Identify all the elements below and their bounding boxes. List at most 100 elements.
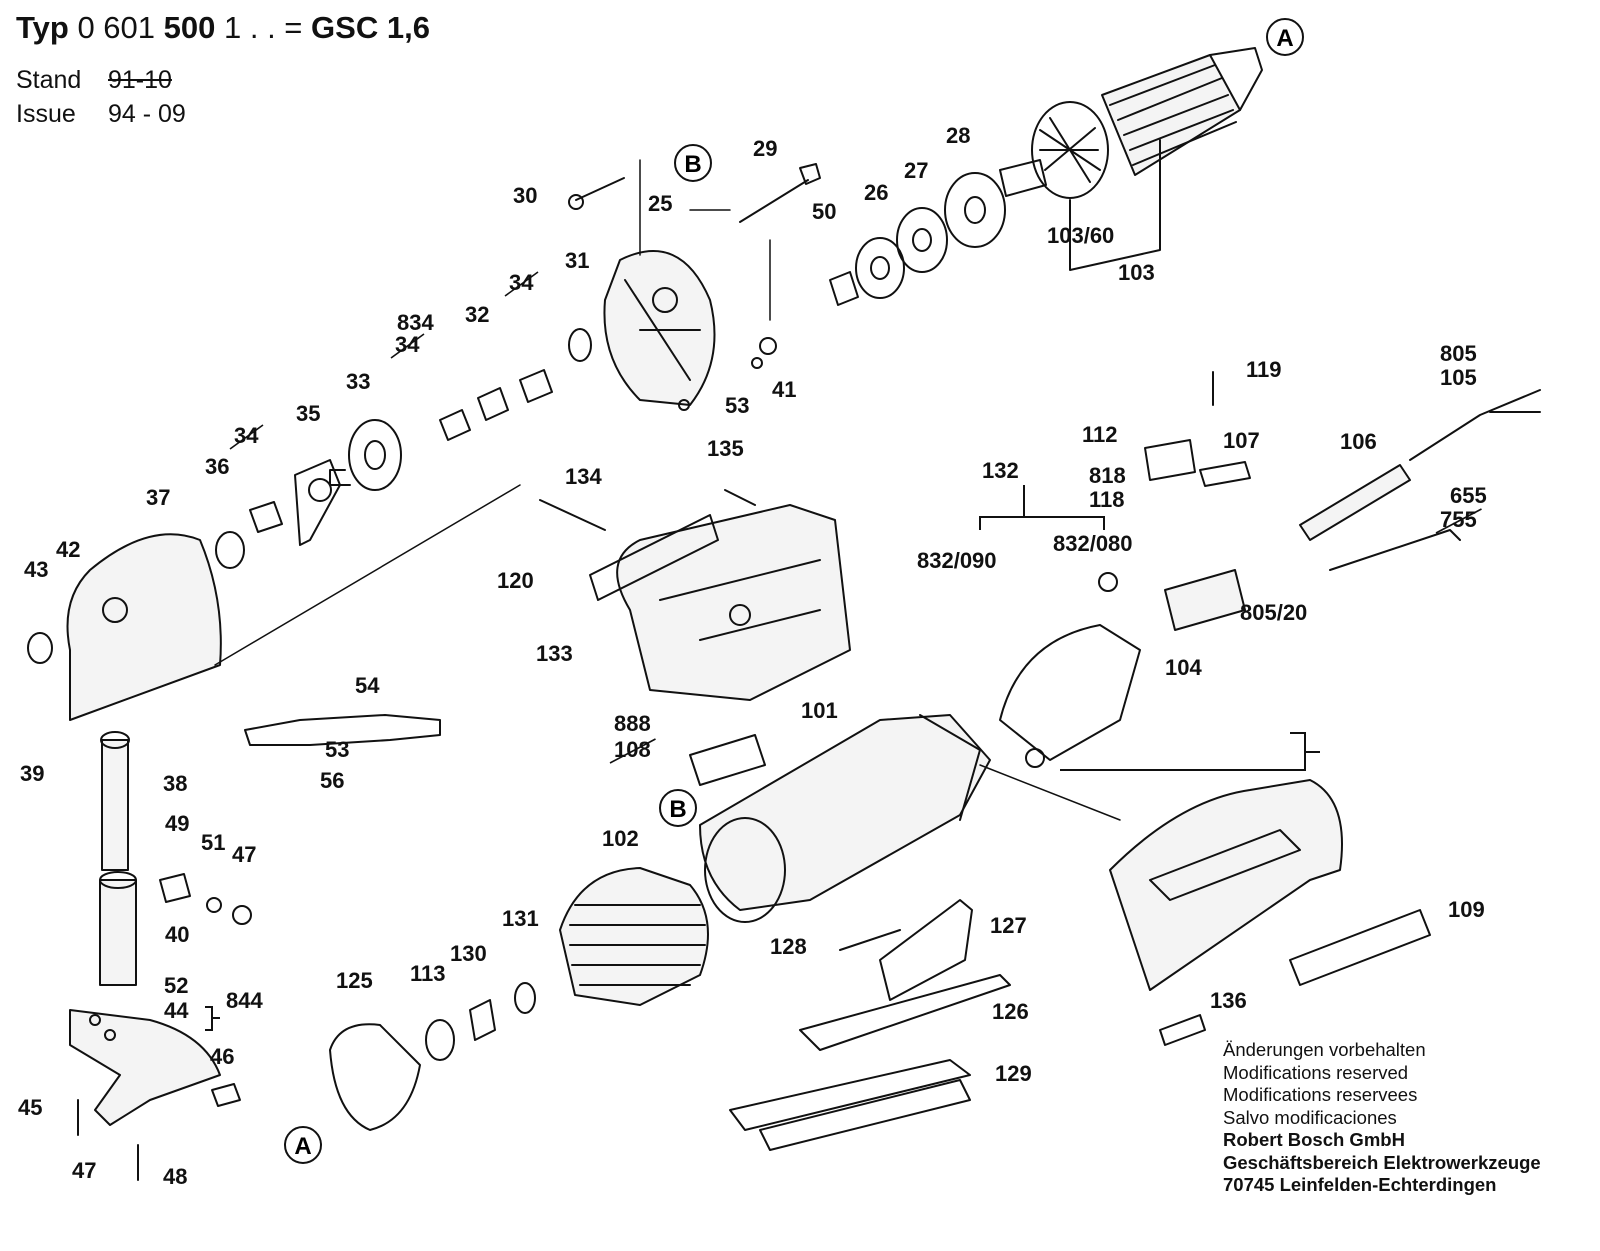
callout-a-top: A [1276,25,1293,52]
screw-29 [739,179,809,223]
part-number-label: 37 [146,485,170,510]
gear-cover-37 [66,533,222,721]
screw-135 [724,489,756,506]
note-line: Salvo modificaciones [1223,1106,1397,1128]
washer-36 [215,531,245,569]
company-division: Geschäftsbereich Elektrowerkzeuge [1223,1151,1541,1173]
part-number-label: 129 [995,1061,1032,1086]
part-number-label: 113 [410,961,446,986]
block-49 [159,873,191,903]
part-number-label: 127 [990,913,1027,938]
screw-47 [232,905,252,925]
part-number-label: 51 [201,830,225,855]
part-number-label: 26 [864,180,888,205]
part-number-label: 53 [325,737,349,762]
screw-41 [759,337,777,355]
pinion-34 [249,501,283,533]
part-number-label: 132 [982,458,1019,483]
part-number-label: 49 [165,811,189,836]
part-number-label: 33 [346,369,370,394]
clamp-107 [1199,461,1251,487]
label-888 [689,734,766,786]
part-number-label: 131 [502,906,539,931]
part-number-label: 43 [24,557,48,582]
callout-circle-b-top [674,144,712,182]
part-136 [1159,1014,1206,1046]
part-number-label: 103 [1118,260,1155,285]
callout-circle-a-top [1266,18,1304,56]
part-number-label: 50 [812,199,836,224]
part-number-label: 29 [753,136,777,161]
part-number-label: 120 [497,568,534,593]
part-number-label: 40 [165,922,189,947]
part-number-label: 136 [1210,988,1247,1013]
part-number-label: 53 [725,393,749,418]
strike-mark [229,424,264,450]
part-number-label: 119 [1246,357,1282,382]
die-holder-44 [69,1009,221,1126]
brush-plate [999,624,1141,761]
part-number-label: 805 [1440,341,1477,366]
plunger-38 [101,739,129,871]
company-address: 70745 Leinfelden-Echterdingen [1223,1174,1497,1195]
note-line: Modifications reservees [1223,1084,1418,1105]
part-number-label: 105 [1440,365,1477,390]
part-number-label: 41 [772,377,796,402]
callout-b-top: B [684,151,701,178]
part-number-label: 130 [450,941,487,966]
part-130 [469,999,496,1041]
part-number-label: 39 [20,761,44,786]
bracket-132-upper [979,485,1105,530]
housing-half-lower [1109,779,1343,991]
motor-housing-101 [699,714,991,923]
pinions [439,369,553,441]
crank-35 [294,459,341,546]
part-number-label: 128 [770,934,807,959]
label-120 [589,514,719,601]
part-number-label: 126 [992,999,1029,1024]
washer-53 [751,357,763,369]
issue-value: 94 - 09 [108,100,186,128]
cable-protector-106 [1299,464,1411,541]
capacitor-112 [1144,439,1196,481]
strike-mark [609,738,656,764]
bracket-844 [205,1006,220,1031]
hex-key-655 [1329,529,1461,571]
part-number-label: 101 [801,698,838,723]
armature-drawing [999,47,1263,271]
guide-40 [99,879,137,986]
part-number-label: 832/080 [1053,531,1133,556]
notes-block: Änderungen vorbehalten Modifications res… [1223,1039,1541,1197]
screw-134 [539,499,606,531]
part-46 [211,1083,241,1107]
nut-43 [27,632,53,664]
part-number-label: 112 [1082,422,1118,447]
stand-value: 91-10 [108,66,172,94]
note-line: Änderungen vorbehalten [1223,1039,1426,1060]
strike-mark [390,333,425,359]
brush-spring [1098,572,1118,592]
part-number-label: 54 [355,673,380,698]
housing-half-upper [616,504,851,701]
part-number-label: 805/20 [1240,600,1307,625]
part-number-label: 103/60 [1047,223,1114,248]
part-number-label: 109 [1448,897,1485,922]
note-line: Modifications reserved [1223,1061,1409,1083]
part-number-label: 48 [163,1164,187,1189]
washer-27 [896,207,948,273]
callout-circle-a-bottom [284,1126,322,1164]
bearing-26 [855,237,905,299]
slide-129 [729,1059,971,1131]
part-number-label: 42 [56,537,80,562]
part-number-label: 135 [707,436,744,461]
document-title: Typ 0 601 500 1 . . = GSC 1,6 [16,10,430,45]
part-number-label: 38 [163,771,187,796]
part-number-label: 56 [320,768,344,793]
label-109 [1289,909,1431,986]
